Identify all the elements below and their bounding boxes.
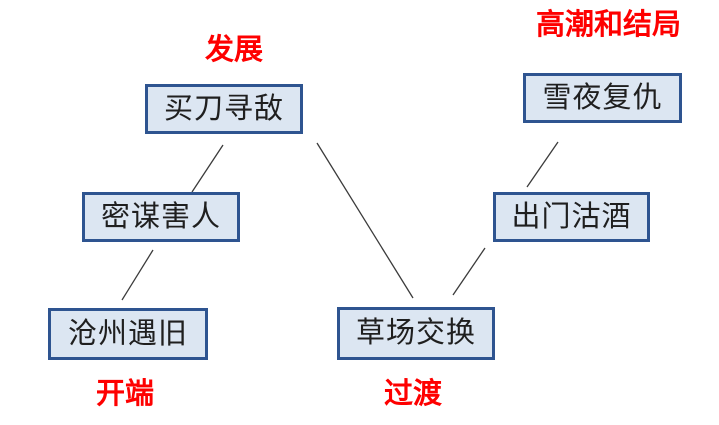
edge-chumengujiu-caochangjiaohuan: [452, 247, 486, 296]
stage-label-fazhan: 发展: [205, 34, 264, 66]
stage-label-kaiduan: 开端: [96, 378, 155, 410]
node-xueyefuchou: 雪夜复仇: [523, 73, 682, 123]
edge-maidaoxundi-caochangjiaohuan: [316, 142, 414, 299]
edge-mimouhairen-cangzhouyujiu: [121, 249, 154, 301]
stage-label-guodu: 过渡: [384, 378, 443, 410]
node-maidaoxundi: 买刀寻敌: [145, 84, 303, 134]
node-chumengujiu: 出门沽酒: [493, 192, 650, 242]
stage-label-gaochao-jieju: 高潮和结局: [536, 9, 682, 41]
edge-maidaoxundi-mimouhairen: [191, 144, 224, 193]
node-cangzhouyujiu: 沧州遇旧: [48, 308, 208, 360]
node-mimouhairen: 密谋害人: [82, 192, 240, 242]
node-caochangjiaohuan: 草场交换: [337, 307, 495, 360]
edge-xueyefuchou-chumengujiu: [526, 141, 559, 188]
